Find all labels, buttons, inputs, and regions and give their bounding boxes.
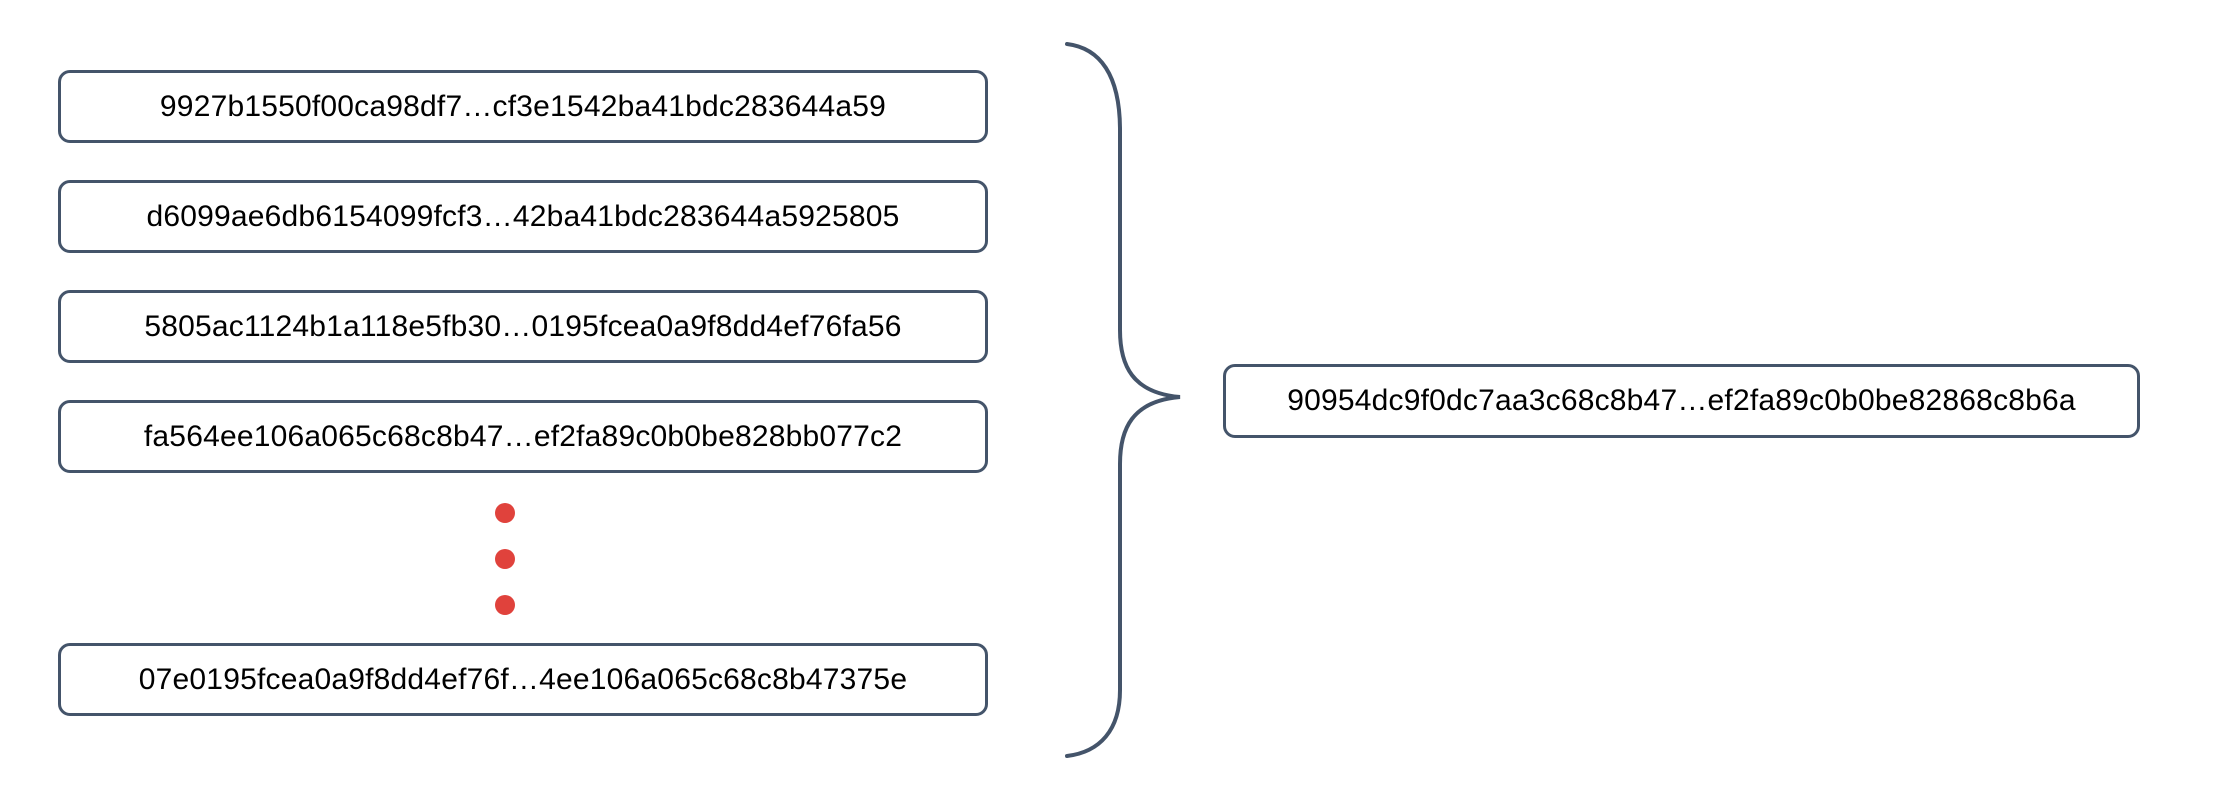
- combined-hash-text: 90954dc9f0dc7aa3c68c8b47…ef2fa89c0b0be82…: [1287, 384, 2076, 417]
- hash-box-3: 5805ac1124b1a118e5fb30…0195fcea0a9f8dd4e…: [58, 290, 988, 363]
- ellipsis-dot-icon: [495, 503, 515, 523]
- hash-text-2: d6099ae6db6154099fcf3…42ba41bdc283644a59…: [146, 199, 900, 233]
- hash-text-1: 9927b1550f00ca98df7…cf3e1542ba41bdc28364…: [159, 89, 887, 123]
- hash-box-5: 07e0195fcea0a9f8dd4ef76f…4ee106a065c68c8…: [58, 643, 988, 716]
- hash-box-1: 9927b1550f00ca98df7…cf3e1542ba41bdc28364…: [58, 70, 988, 143]
- curly-brace-icon: [1065, 42, 1181, 758]
- hash-box-4: fa564ee106a065c68c8b47…ef2fa89c0b0be828b…: [58, 400, 988, 473]
- hash-text-4: fa564ee106a065c68c8b47…ef2fa89c0b0be828b…: [143, 419, 903, 453]
- hash-text-3: 5805ac1124b1a118e5fb30…0195fcea0a9f8dd4e…: [144, 309, 902, 343]
- vertical-ellipsis-icon: [495, 503, 515, 615]
- ellipsis-dot-icon: [495, 595, 515, 615]
- ellipsis-dot-icon: [495, 549, 515, 569]
- combined-hash-box: 90954dc9f0dc7aa3c68c8b47…ef2fa89c0b0be82…: [1223, 364, 2140, 438]
- hash-box-2: d6099ae6db6154099fcf3…42ba41bdc283644a59…: [58, 180, 988, 253]
- hash-text-5: 07e0195fcea0a9f8dd4ef76f…4ee106a065c68c8…: [138, 662, 908, 696]
